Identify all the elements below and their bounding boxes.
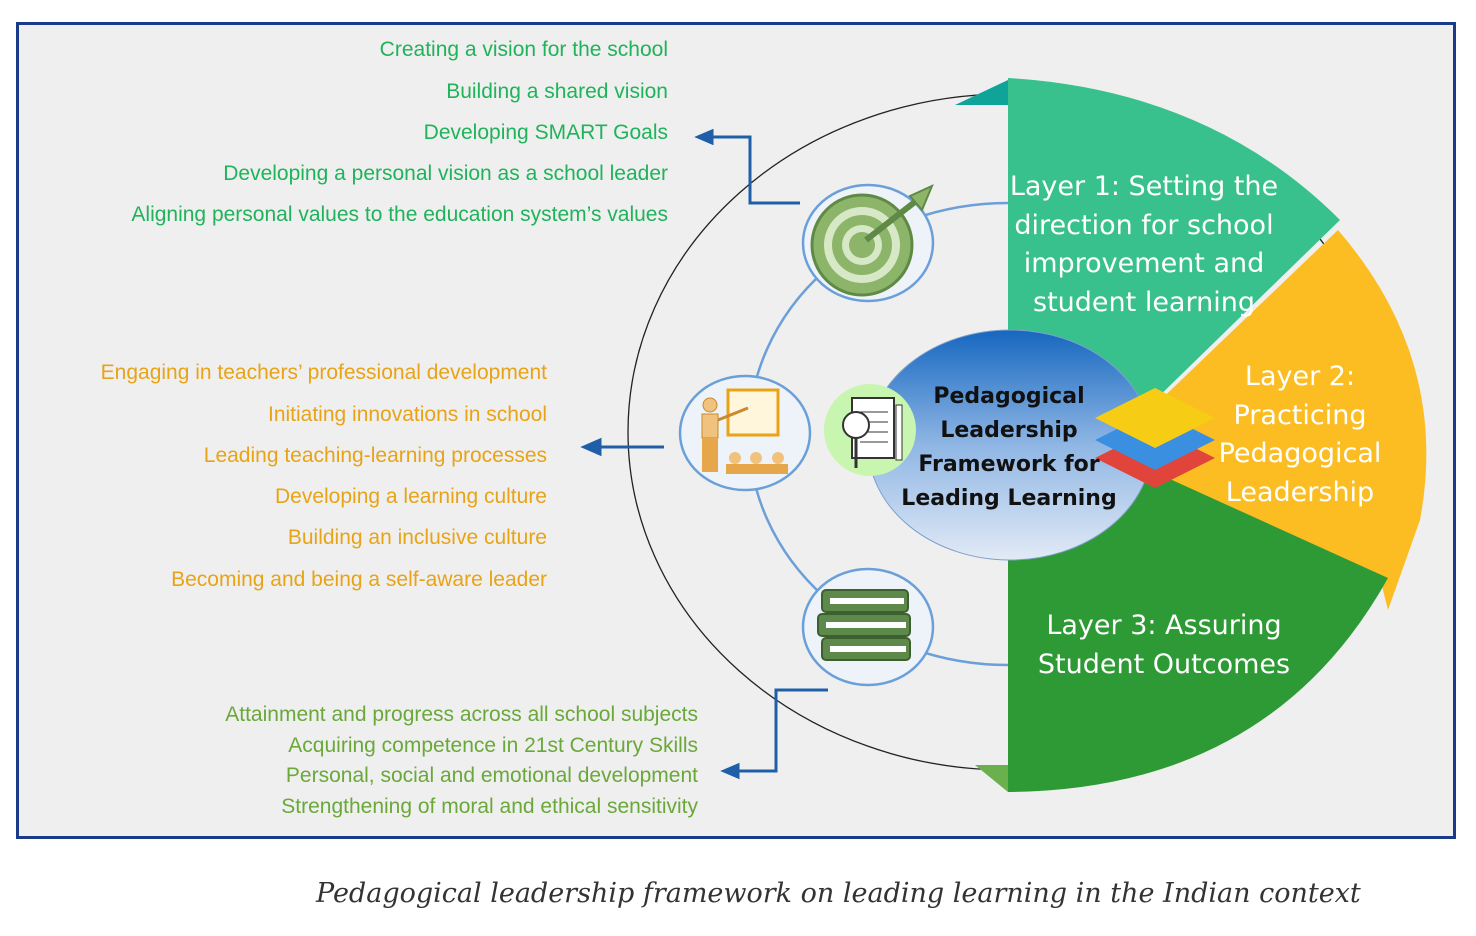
layer1-sector (1008, 78, 1340, 405)
document-magnifier-icon (824, 384, 916, 476)
arrow-layer2 (580, 437, 664, 457)
books-icon (801, 567, 935, 687)
layer1-item: Creating a vision for the school (379, 38, 668, 61)
target-icon (801, 183, 935, 303)
layer1-title-line: Layer 1: Setting the (1009, 171, 1279, 202)
layer2-item: Initiating innovations in school (267, 403, 547, 426)
arrow-layer1 (694, 128, 800, 205)
layer1-title: Layer 1: Setting the direction for schoo… (1004, 168, 1284, 322)
layer2-item: Developing a learning culture (274, 485, 547, 508)
layer3-sector (1008, 470, 1388, 792)
layer3-item: Strengthening of moral and ethical sensi… (281, 795, 698, 818)
layer3-title: Layer 3: Assuring Student Outcomes (1024, 607, 1304, 684)
layer1-title-line: direction for school (1014, 209, 1274, 241)
center-title-line: Leadership (940, 418, 1078, 443)
layer1-item: Developing SMART Goals (423, 121, 668, 144)
layer2-item: Engaging in teachers’ professional devel… (100, 361, 547, 384)
layer1-item: Building a shared vision (446, 80, 668, 103)
layer1-item: Aligning personal values to the educatio… (131, 203, 668, 226)
layer2-title-line: Leadership (1225, 476, 1375, 508)
teacher-icon (678, 374, 812, 492)
layer2-title-line: Pedagogical (1218, 438, 1382, 469)
layer2-title-line: Layer 2: (1244, 361, 1356, 392)
layer1-title-line: student learning (1033, 286, 1255, 318)
figure-caption: Pedagogical leadership framework on lead… (316, 878, 1361, 909)
layer3-item: Personal, social and emotional developme… (285, 764, 698, 787)
layer2-sector (1150, 230, 1427, 610)
layer1-tab (955, 80, 1008, 105)
layer3-item: Attainment and progress across all schoo… (225, 703, 698, 726)
layer1-title-line: improvement and (1023, 248, 1265, 279)
center-title-line: Framework for (918, 452, 1100, 477)
layer2-title-line: Practicing (1233, 399, 1367, 431)
center-title-line: Pedagogical (933, 384, 1085, 409)
layer3-tab (975, 765, 1008, 792)
layer3-title-line: Student Outcomes (1037, 648, 1291, 680)
layer1-item: Developing a personal vision as a school… (223, 162, 668, 185)
layer2-item: Becoming and being a self-aware leader (171, 568, 547, 591)
center-title-line: Leading Learning (901, 486, 1117, 511)
layer3-item: Acquiring competence in 21st Century Ski… (288, 734, 698, 757)
arrow-layer3 (720, 688, 828, 780)
layer3-title-line: Layer 3: Assuring (1046, 610, 1282, 641)
layer2-title: Layer 2: Practicing Pedagogical Leadersh… (1210, 358, 1390, 512)
layers-stack-icon (1095, 388, 1215, 488)
layer2-item: Building an inclusive culture (287, 526, 547, 549)
layer2-item: Leading teaching-learning processes (203, 444, 547, 467)
center-title: Pedagogical Leadership Framework for Lea… (890, 380, 1128, 516)
